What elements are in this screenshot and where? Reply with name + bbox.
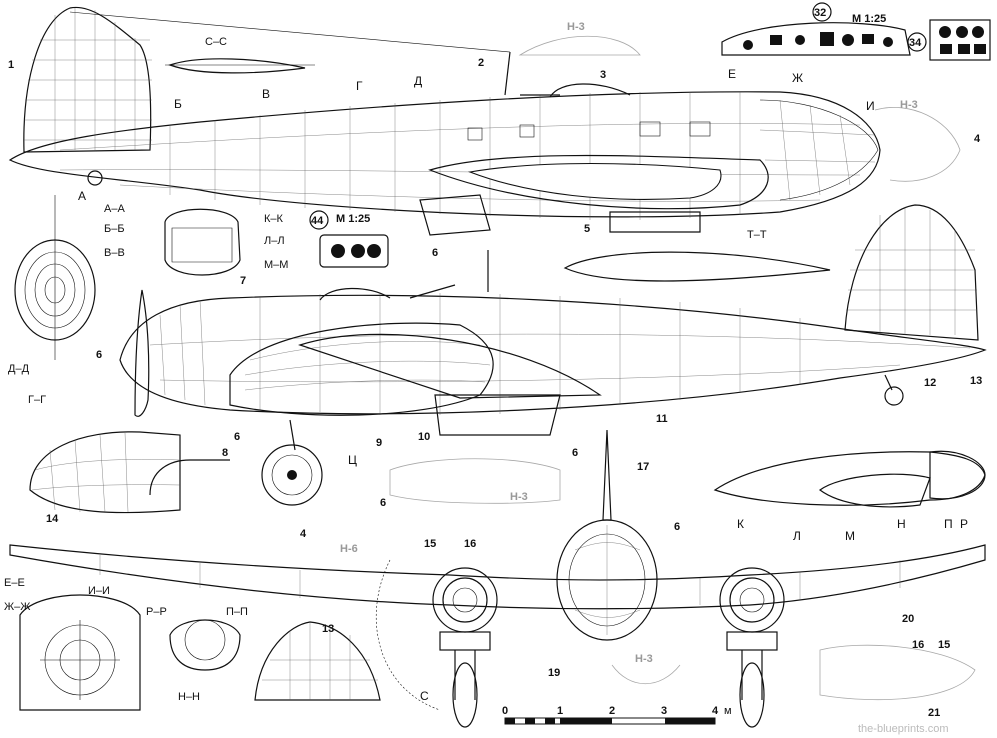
engine-nacelle-side bbox=[713, 450, 986, 508]
callout: 4 bbox=[974, 133, 981, 145]
station-letter: Ц bbox=[348, 453, 357, 467]
section-label: И–И bbox=[88, 585, 110, 597]
callout: 6 bbox=[432, 247, 438, 259]
callout: 6 bbox=[380, 497, 386, 509]
scale-tick: 1 bbox=[557, 705, 563, 717]
section-label: Е–Е bbox=[4, 577, 25, 589]
callout: 9 bbox=[376, 437, 382, 449]
callout: 21 bbox=[928, 707, 940, 719]
callout: 6 bbox=[572, 447, 578, 459]
station-letter: Р bbox=[960, 517, 968, 531]
scale-tick: 2 bbox=[609, 705, 615, 717]
instrument-panel-34 bbox=[929, 19, 991, 61]
station-letter: П bbox=[944, 517, 953, 531]
station-letter: В bbox=[262, 87, 270, 101]
section-label: П–П bbox=[226, 606, 248, 618]
section-label: С–С bbox=[205, 36, 227, 48]
callout: 6 bbox=[234, 431, 240, 443]
callout: 19 bbox=[548, 667, 560, 679]
callout: 16 bbox=[912, 639, 924, 651]
section-t-t bbox=[563, 251, 831, 282]
ghost-tag-3: Н-3 bbox=[510, 491, 528, 503]
callout: 20 bbox=[902, 613, 914, 625]
ghost-details bbox=[389, 35, 976, 701]
callout: 14 bbox=[46, 513, 59, 525]
station-letter: Н bbox=[897, 517, 906, 531]
scale-label-side: М 1:25 bbox=[336, 213, 370, 225]
callout: 4 bbox=[300, 528, 307, 540]
section-label: Л–Л bbox=[264, 235, 285, 247]
section-c-c bbox=[165, 58, 315, 74]
front-view bbox=[9, 429, 986, 728]
station-letter: Ж bbox=[792, 71, 803, 85]
section-label: В–В bbox=[104, 247, 125, 259]
section-label: А–А bbox=[104, 203, 125, 215]
section-label: Т–Т bbox=[747, 229, 767, 241]
callout: 8 bbox=[222, 447, 228, 459]
callout: 11 bbox=[656, 413, 668, 425]
station-letter: М bbox=[845, 529, 855, 543]
side-view-upper bbox=[8, 6, 881, 236]
circled-44: 44 bbox=[311, 215, 324, 227]
scale-label-top: М 1:25 bbox=[852, 13, 886, 25]
ghost-tag-4: Н-3 bbox=[635, 653, 653, 665]
side-view-lower bbox=[119, 204, 987, 506]
section-label: Ж–Ж bbox=[4, 601, 30, 613]
circled-32: 32 bbox=[814, 7, 826, 19]
callout: 6 bbox=[674, 521, 680, 533]
callout: 1 bbox=[8, 59, 14, 71]
station-letter: Б bbox=[174, 97, 182, 111]
callout: 13 bbox=[322, 623, 334, 635]
section-label: Н–Н bbox=[178, 691, 200, 703]
callout: 17 bbox=[637, 461, 649, 473]
section-label: Б–Б bbox=[104, 223, 125, 235]
section-label: К–К bbox=[264, 213, 284, 225]
watermark: the-blueprints.com bbox=[858, 723, 949, 735]
callout: 7 bbox=[240, 275, 246, 287]
station-letter: И bbox=[866, 99, 875, 113]
station-letter: К bbox=[737, 517, 744, 531]
callout: 15 bbox=[424, 538, 436, 550]
station-letter: Д bbox=[414, 74, 422, 88]
callout: 15 bbox=[938, 639, 950, 651]
bottom-letter: С bbox=[420, 689, 429, 703]
scale-tick: 4 bbox=[712, 705, 719, 717]
instrument-panel-44 bbox=[319, 234, 389, 268]
scale-tick: 3 bbox=[661, 705, 667, 717]
nose-detail bbox=[29, 431, 230, 514]
bottom-sections bbox=[19, 594, 381, 711]
ghost-tag-2: Н-3 bbox=[900, 99, 918, 111]
callout: 3 bbox=[600, 69, 606, 81]
callout: 5 bbox=[584, 223, 590, 235]
fuselage-cross-sections bbox=[14, 195, 241, 360]
callout: 13 bbox=[970, 375, 982, 387]
labels: М 1:25 М 1:25 32 34 44 Н-3 Н-3 Н-3 Н-3 Н… bbox=[4, 2, 982, 735]
station-letter: А bbox=[78, 189, 86, 203]
callout: 10 bbox=[418, 431, 430, 443]
scale-bar bbox=[504, 717, 716, 725]
ghost-tag-5: Н-6 bbox=[340, 543, 358, 555]
section-label: Р–Р bbox=[146, 606, 167, 618]
station-letter: Е bbox=[728, 67, 736, 81]
scale-unit: м bbox=[724, 705, 732, 717]
station-letter: Л bbox=[793, 529, 801, 543]
callout: 2 bbox=[478, 57, 484, 69]
section-label: Д–Д bbox=[8, 363, 30, 375]
instrument-panel-32 bbox=[721, 22, 911, 56]
station-letter: Г bbox=[356, 79, 363, 93]
section-label: М–М bbox=[264, 259, 288, 271]
ghost-tag-1: Н-3 bbox=[567, 21, 585, 33]
callout: 6 bbox=[96, 349, 102, 361]
callout: 12 bbox=[924, 377, 936, 389]
callout: 16 bbox=[464, 538, 476, 550]
circled-34: 34 bbox=[909, 37, 922, 49]
section-label: Г–Г bbox=[28, 394, 46, 406]
scale-tick: 0 bbox=[502, 705, 508, 717]
